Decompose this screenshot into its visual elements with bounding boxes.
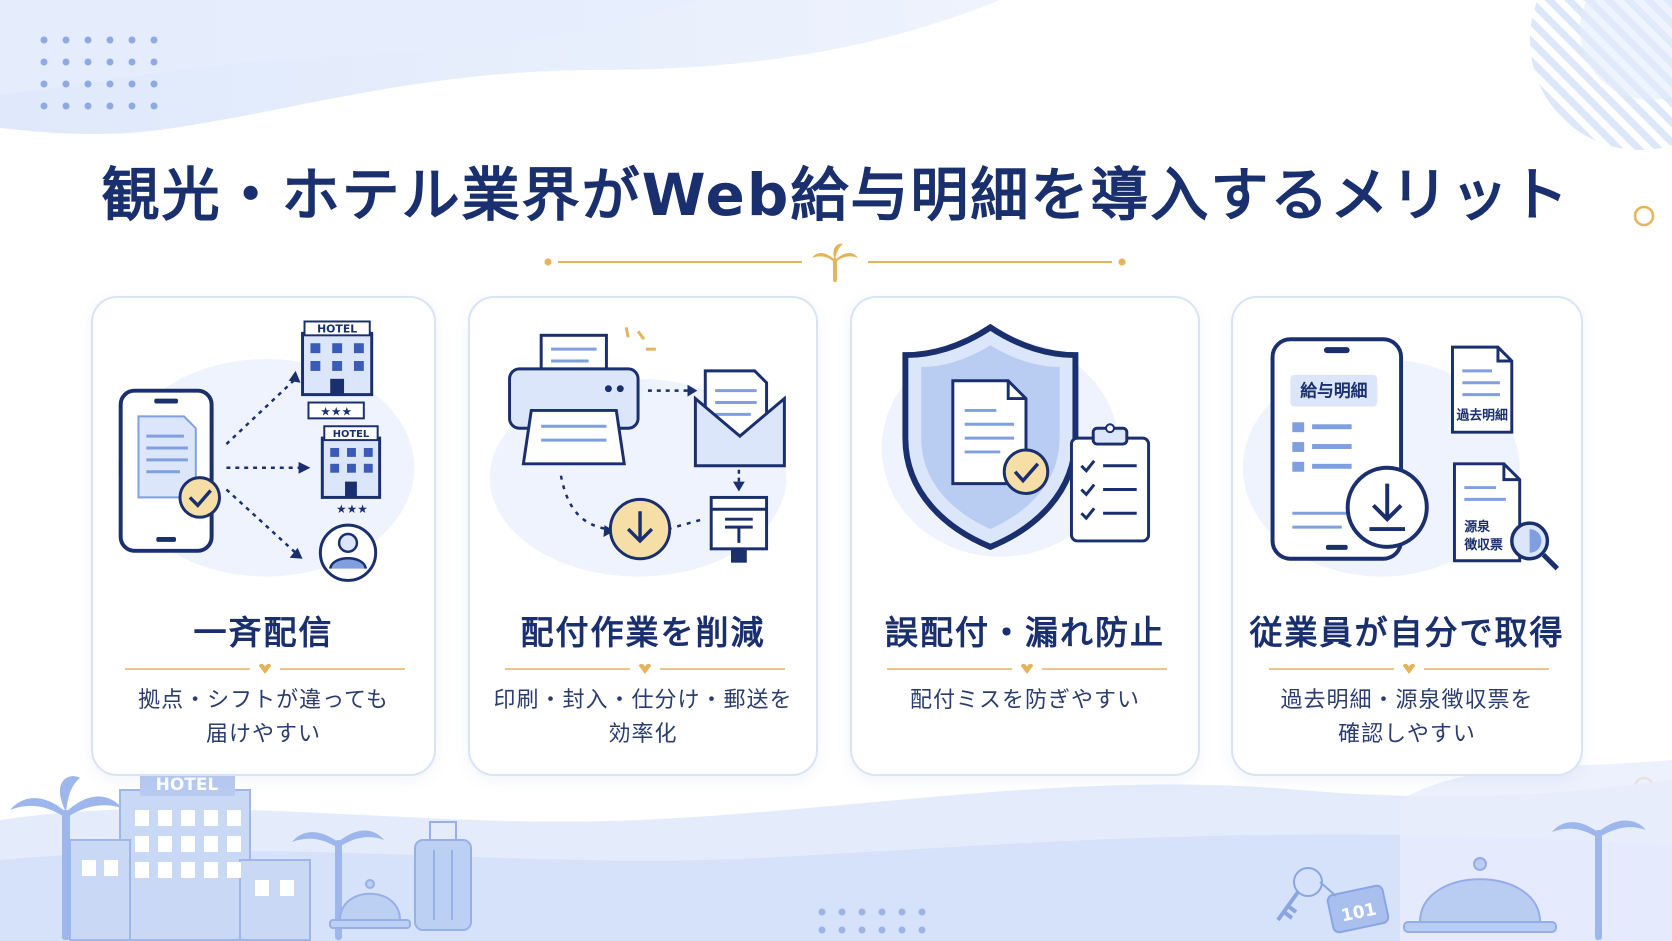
hotel-icon: HOTEL ★★★ xyxy=(301,320,374,420)
card-4-desc-line-1: 過去明細・源泉徴収票を xyxy=(1280,688,1534,713)
card-4-desc-line-2: 確認しやすい xyxy=(1338,722,1476,747)
card-1-title: 一斉配信 xyxy=(193,613,334,652)
card-3-desc-line-1: 配付ミスを防ぎやすい xyxy=(909,688,1140,713)
card-2-desc-line-2: 効率化 xyxy=(608,722,678,747)
key-icon xyxy=(1276,867,1390,934)
hotel-icon: HOTEL ★★★ xyxy=(320,425,382,516)
hotel-scene-illustration: HOTEL xyxy=(10,770,472,941)
mailbox-icon xyxy=(709,495,769,563)
card-1-desc-line-2: 届けやすい xyxy=(205,722,321,747)
check-icon xyxy=(1002,448,1050,495)
magnifier-icon xyxy=(1510,521,1560,571)
card-prevent-misdelivery: 誤配付・漏れ防止 配付ミスを防ぎやすい xyxy=(850,296,1200,776)
card-self-service: 給与明細 過去明細 源泉 xyxy=(1231,296,1583,776)
card-1-illustration: HOTEL ★★★ HOTEL ★★★ xyxy=(117,320,415,582)
hotel-sign-1: HOTEL xyxy=(317,322,357,335)
clipboard-icon xyxy=(1069,423,1151,543)
check-icon xyxy=(178,476,221,519)
card-4-rule xyxy=(1269,663,1549,674)
document-icon: 源泉 徴収票 xyxy=(1452,462,1522,563)
card-2-description: 印刷・封入・仕分け・郵送を 効率化 xyxy=(470,684,816,752)
tax-slip-label-1: 源泉 xyxy=(1464,519,1490,535)
card-2-illustration xyxy=(489,327,787,577)
hotel-sign-board xyxy=(140,770,235,796)
download-icon xyxy=(1345,465,1429,549)
envelope-icon xyxy=(693,369,786,468)
card-1-rule xyxy=(125,663,405,674)
suitcase-icon xyxy=(414,821,472,931)
page-title: 観光・ホテル業界がWeb給与明細を導入するメリット xyxy=(101,161,1571,229)
card-4-description: 過去明細・源泉徴収票を 確認しやすい xyxy=(1233,684,1581,752)
card-3-rule xyxy=(887,663,1167,674)
palm-icon xyxy=(1552,820,1646,940)
card-bulk-delivery: HOTEL ★★★ HOTEL ★★★ 一斉 xyxy=(91,296,436,776)
card-2-desc-line-1: 印刷・封入・仕分け・郵送を xyxy=(493,688,793,713)
phone-payslip-label: 給与明細 xyxy=(1300,381,1367,401)
card-reduce-work: 配付作業を削減 印刷・封入・仕分け・郵送を 効率化 xyxy=(468,296,818,776)
user-icon xyxy=(318,523,378,582)
bell-icon xyxy=(1403,857,1557,933)
card-4-title: 従業員が自分で取得 xyxy=(1249,613,1565,652)
palm-icon xyxy=(812,243,858,282)
footer-hotel-sign: HOTEL xyxy=(156,775,219,795)
reception-scene-illustration: 101 xyxy=(1276,820,1646,940)
bell-icon xyxy=(329,879,411,929)
svg-text:★★★: ★★★ xyxy=(320,404,352,418)
card-1-description: 拠点・シフトが違っても 届けやすい xyxy=(93,684,434,752)
title-divider xyxy=(544,243,1126,282)
card-3-illustration xyxy=(881,323,1151,557)
card-4-illustration: 給与明細 過去明細 源泉 xyxy=(1242,337,1560,577)
card-2-title: 配付作業を削減 xyxy=(520,613,766,652)
download-icon xyxy=(608,497,672,561)
card-3-description: 配付ミスを防ぎやすい xyxy=(852,684,1198,718)
card-3-title: 誤配付・漏れ防止 xyxy=(885,613,1165,652)
phone-icon xyxy=(118,388,221,553)
svg-text:★★★: ★★★ xyxy=(336,502,368,516)
document-icon xyxy=(137,415,197,499)
tax-slip-label-2: 徴収票 xyxy=(1463,537,1503,553)
card-1-desc-line-1: 拠点・シフトが違っても xyxy=(138,688,389,713)
printer-icon xyxy=(508,333,640,466)
hotel-sign-2: HOTEL xyxy=(333,429,370,440)
document-icon: 過去明細 xyxy=(1450,345,1514,434)
card-2-rule xyxy=(505,663,785,674)
past-payslip-label: 過去明細 xyxy=(1455,407,1508,423)
